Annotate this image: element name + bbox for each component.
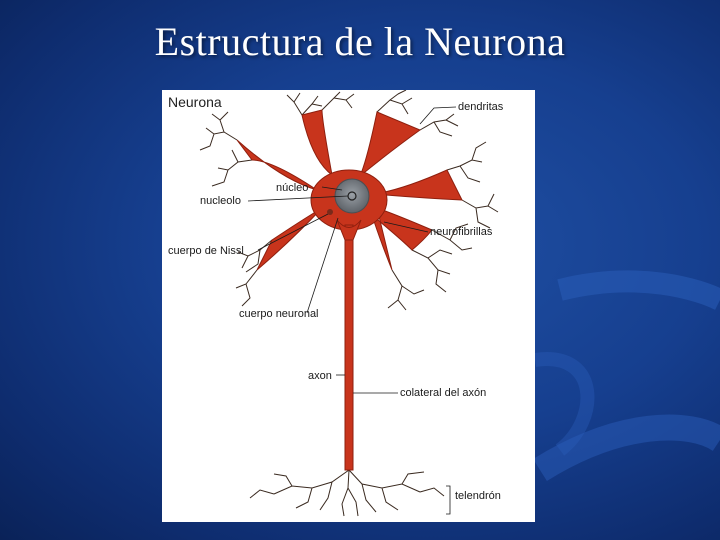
nissl-body [327, 209, 333, 215]
neuron-diagram: Neurona dendritas núcleo nucleolo neurof… [162, 90, 535, 522]
cell-body [236, 109, 463, 471]
label-colateral-axon: colateral del axón [400, 387, 487, 399]
label-dendritas: dendritas [458, 101, 504, 113]
label-nucleo: núcleo [276, 182, 309, 194]
label-cuerpo-neuronal: cuerpo neuronal [239, 308, 319, 320]
nucleus [334, 178, 370, 214]
dendrite-branches [199, 90, 499, 517]
slide-title: Estructura de la Neurona [154, 19, 566, 64]
neuron-illustration [199, 90, 499, 517]
label-axon: axon [308, 370, 332, 382]
label-neurofibrillas: neurofibrillas [430, 226, 493, 238]
label-telendron: telendrón [455, 490, 501, 502]
label-cuerpo-nissl: cuerpo de Nissl [168, 245, 244, 257]
leader-lines [247, 106, 457, 515]
label-nucleolo: nucleolo [200, 195, 241, 207]
diagram-heading: Neurona [168, 94, 222, 110]
